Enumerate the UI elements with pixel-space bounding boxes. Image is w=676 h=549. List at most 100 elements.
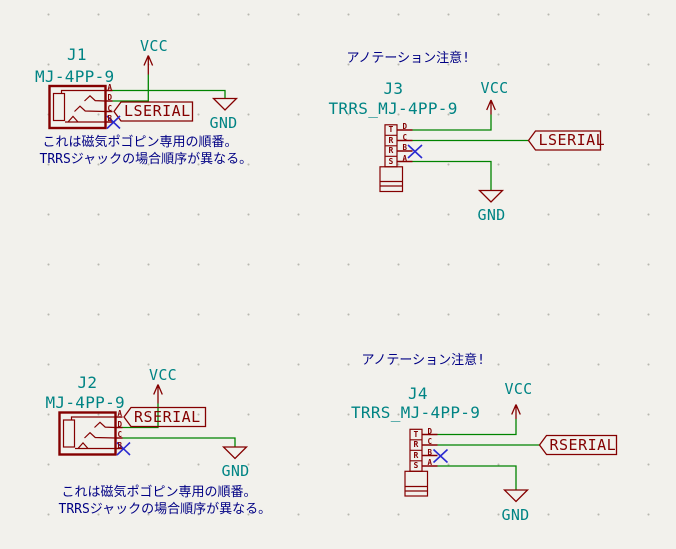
gnd-triangle-icon [211,97,239,111]
wire-j2-c-to-gnd[interactable] [122,437,236,447]
j3-reference[interactable]: J3 [383,78,404,98]
j1-pin-name: B [107,114,113,123]
j4-pin-name: A [427,458,433,467]
j1-contact-c [74,105,106,113]
j2-gnd-label: GND [221,461,250,480]
j2-vcc-power-symbol[interactable] [153,384,163,404]
j4-contact-letter: T [413,429,419,439]
j4-pin-name: D [427,426,433,436]
j4-contact-letter: R [413,440,419,449]
j1-vcc-power-symbol[interactable] [143,55,154,75]
j4-reference[interactable]: J4 [408,383,428,403]
j1-lserial-text: LSERIAL [124,102,191,120]
j3-contact-letter: S [388,156,394,166]
j3-pin-stubs [397,129,413,163]
j3-lserial-text: LSERIAL [538,131,606,149]
j3-gnd-label: GND [477,205,506,224]
j2-pin-stubs [115,416,123,450]
no-connect-x-icon[interactable] [116,441,131,456]
j4-rserial-global-label[interactable] [538,434,618,456]
j2-tip-contact [70,416,116,420]
pogo-order-note-line2[interactable]: TRRSジャックの場合順序が異なる。 [58,501,272,517]
j1-vcc-label: VCC [140,37,168,55]
j4-value[interactable]: TRRS_MJ-4PP-9 [351,402,481,422]
no-connect-x-icon[interactable] [407,144,423,159]
vcc-arrow-icon [153,384,163,404]
j3-contact-letter: R [388,135,394,145]
j1-pin-name: D [107,93,113,102]
j4-gnd-power-symbol[interactable] [502,489,530,503]
j4-pin-stubs [422,433,438,467]
j2-vcc-label: VCC [149,365,177,384]
wire-j3-a-to-gnd[interactable] [412,160,492,191]
j3-trrs-symbol[interactable] [379,124,413,193]
j1-tip-contact [60,89,106,94]
j3-contact-letter: R [388,146,394,155]
gnd-triangle-icon [221,446,249,460]
j4-pin-name: B [427,447,433,457]
wire-j3-d-to-vcc[interactable] [412,114,492,131]
j1-value[interactable]: MJ-4PP-9 [35,66,115,86]
j2-pin-name: B [117,440,123,450]
j2-pin-name: A [117,409,123,418]
j3-vcc-power-symbol[interactable] [486,99,496,115]
j3-pin-name: A [402,153,408,163]
wire-j4-d-to-vcc[interactable] [437,419,517,436]
j2-reference[interactable]: J2 [77,372,98,392]
j3-pin-name: B [402,143,408,152]
j3-pin-name: D [402,122,408,131]
j4-rserial-text: RSERIAL [549,435,617,454]
gnd-triangle-icon [477,189,505,203]
wire-j4-a-to-gnd[interactable] [437,465,517,490]
j2-contact-b [75,441,116,450]
j3-lserial-global-label[interactable] [527,130,602,151]
j3-sleeve-body [379,166,404,193]
j1-contact-b [65,115,106,123]
pogo-order-note-line2[interactable]: TRRSジャックの場合順序が異なる。 [39,152,253,167]
j3-pin-name: C [402,132,408,142]
j3-contact-letter: T [388,125,394,134]
j3-gnd-power-symbol[interactable] [477,189,505,203]
j1-pin-name: A [107,82,113,92]
vcc-arrow-icon [511,404,521,419]
j4-sleeve-body [404,470,429,497]
pogo-order-note-line1[interactable]: これは磁気ポゴピン専用の順番。 [42,135,238,150]
j2-contact-c [84,431,116,439]
j1-gnd-power-symbol[interactable] [211,97,239,111]
gnd-triangle-icon [502,489,530,503]
j1-body-outline [48,84,107,130]
pogo-order-note-line1[interactable]: これは磁気ポゴピン専用の順番。 [61,484,257,500]
j1-lserial-global-label[interactable] [113,101,194,122]
j2-rserial-global-label[interactable] [123,406,207,428]
vcc-arrow-icon [486,99,496,115]
j2-gnd-power-symbol[interactable] [221,446,249,460]
j1-plug-shape [52,92,66,122]
j1-pin-name: C [107,103,113,113]
j3-value[interactable]: TRRS_MJ-4PP-9 [328,98,458,118]
j4-gnd-label: GND [501,505,530,524]
j4-contact-dividers [410,439,422,462]
j1-connector-symbol[interactable] [48,84,113,130]
j3-vcc-label: VCC [480,78,509,97]
wire-j1-a-to-gnd[interactable] [112,89,226,99]
j2-rserial-text: RSERIAL [134,407,201,426]
j1-reference[interactable]: J1 [67,45,87,64]
j2-plug-shape [62,419,76,448]
j2-pin-name: C [117,430,123,439]
j3-sleeve-lines [380,180,403,187]
annotation-warning-note[interactable]: アノテーション注意! [346,51,470,66]
j1-pin-stubs [105,89,113,123]
j4-pin-name: C [427,437,433,446]
annotation-warning-note[interactable]: アノテーション注意! [361,352,485,368]
j1-gnd-label: GND [209,113,238,132]
no-connect-x-icon[interactable] [432,448,449,464]
wire-j1-d-to-vcc[interactable] [112,74,149,102]
j4-trrs-symbol[interactable] [404,428,438,497]
no-connect-x-icon[interactable] [106,115,121,130]
j2-value[interactable]: MJ-4PP-9 [45,393,125,412]
wire-j2-d-to-vcc[interactable] [122,403,159,429]
j2-connector-symbol[interactable] [58,411,123,456]
j4-vcc-power-symbol[interactable] [511,404,521,420]
